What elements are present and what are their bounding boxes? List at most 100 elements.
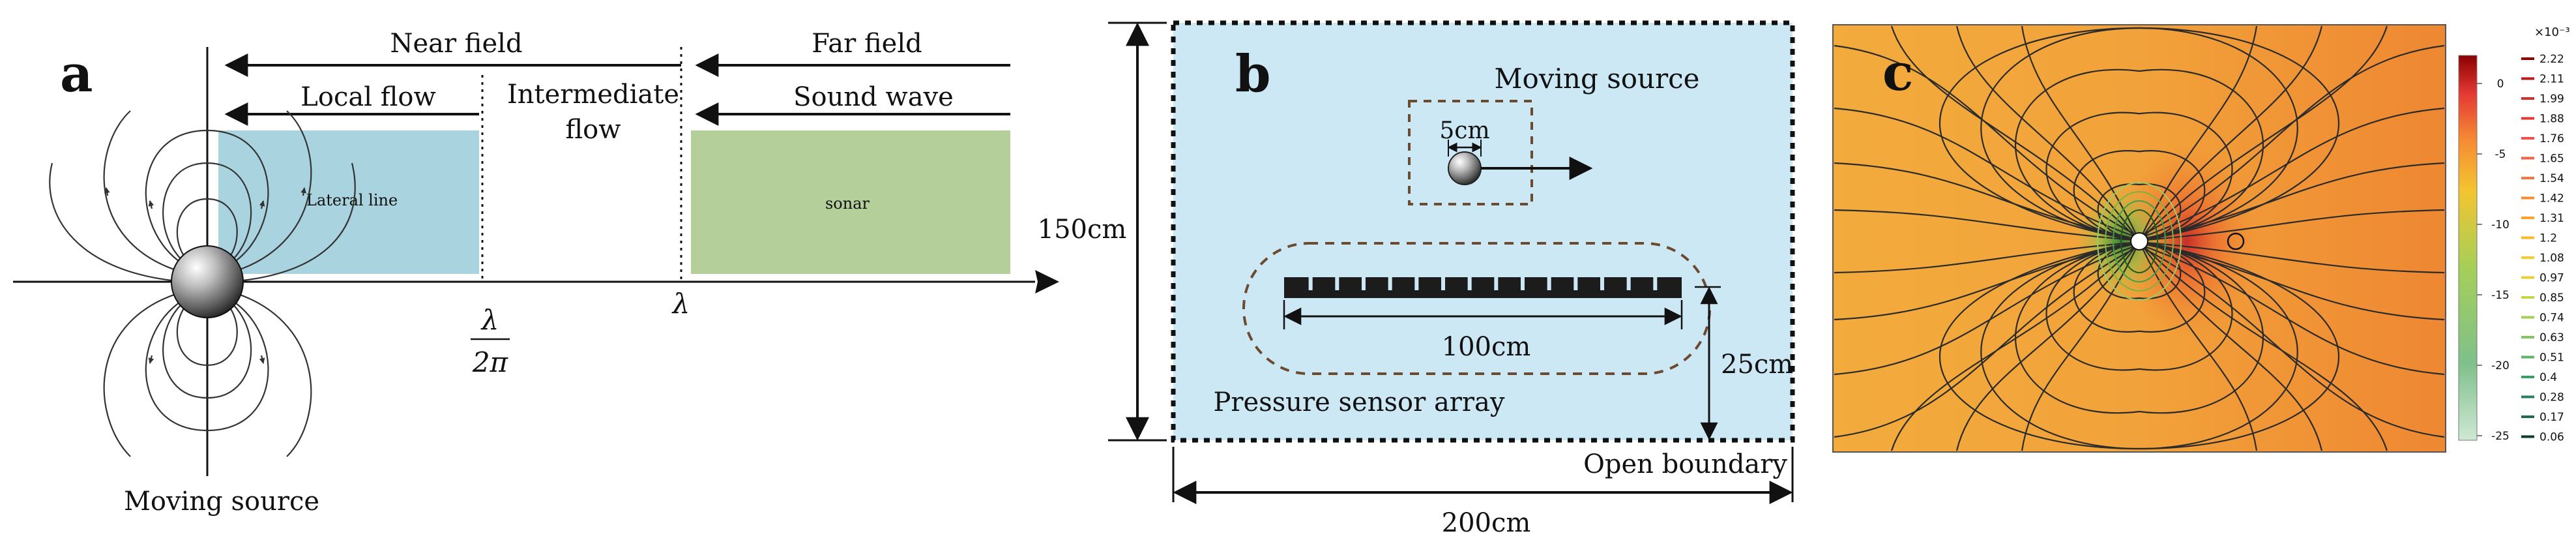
array-length-label: 100cm — [1442, 332, 1531, 362]
legend-label: 1.76 — [2539, 132, 2564, 145]
legend-label: 1.54 — [2539, 172, 2564, 185]
panel-a: a Near field Far field Local flow Interm… — [13, 29, 1059, 517]
intermediate-label-1: Intermediate — [507, 80, 679, 110]
legend-label: 1.2 — [2539, 232, 2557, 245]
legend-label: 0.4 — [2539, 371, 2557, 384]
colorbar-left-tick-label: 0 — [2497, 78, 2504, 91]
sensor-gap — [1573, 277, 1578, 290]
streamline — [1939, 240, 2340, 450]
streamline — [2145, 162, 2445, 239]
streamline — [2139, 241, 2388, 451]
moving-source-sphere — [171, 245, 244, 318]
scale-exponent: ×10⁻³ — [2534, 25, 2570, 39]
sensor-gap — [1388, 277, 1392, 290]
source-window — [1408, 100, 1533, 205]
horizontal-axis-arrowhead — [1035, 270, 1059, 294]
legend-label: 1.42 — [2539, 192, 2564, 205]
streamline — [1834, 243, 2133, 321]
streamline — [2014, 68, 2264, 243]
streamline — [2139, 25, 2388, 242]
colorbar-left — [2458, 55, 2478, 441]
sonar-label: sonar — [825, 194, 870, 213]
sound-wave-label: Sound wave — [793, 82, 954, 112]
streamline — [2097, 183, 2182, 243]
sensor-array — [1284, 277, 1682, 298]
sensor-gap — [1414, 277, 1419, 290]
streamline — [2138, 25, 2258, 242]
dipole-field-lines — [49, 110, 356, 457]
streamline — [2073, 240, 2206, 333]
streamline — [1834, 162, 2133, 239]
pressure-sensor-array-label: Pressure sensor array — [1214, 387, 1505, 417]
colorbar-left-tick-label: -5 — [2495, 148, 2506, 161]
panel-c: c 0 -5 -10 -15 -20 -25 ×10⁻³ 2.22 2.11 1.99 1.88… — [1832, 24, 2570, 453]
sensor-ticks — [1308, 277, 1658, 290]
moving-source-label: Moving source — [1494, 63, 1699, 95]
legend-label: 0.28 — [2539, 391, 2564, 404]
legend-label: 0.74 — [2539, 312, 2564, 325]
streamline — [1834, 248, 2133, 438]
streamline — [1834, 241, 2133, 274]
sensor-gap — [1653, 277, 1658, 290]
probe-marker — [2227, 232, 2245, 250]
sensor-gap — [1600, 277, 1604, 290]
legend-label: 1.88 — [2539, 113, 2564, 126]
streamline — [1890, 241, 2140, 451]
lambda-label: λ — [671, 288, 690, 320]
lateral-line-label: Lateral line — [306, 191, 398, 209]
sensor-array-bar — [1284, 277, 1682, 298]
streamline — [1939, 27, 2340, 243]
streamline — [2145, 107, 2445, 237]
lambda-numerator: λ — [480, 304, 499, 336]
streamline — [1834, 209, 2133, 241]
panel-c-letter: c — [1882, 43, 1914, 102]
colorbar-right: 2.22 2.11 1.99 1.88 1.76 1.65 1.54 1.42 1.31 1.2 1… — [2521, 53, 2564, 444]
legend-label: 2.11 — [2539, 73, 2564, 86]
sensor-array-window — [1242, 242, 1711, 375]
streamline — [1834, 107, 2133, 237]
source-marker — [2130, 232, 2148, 250]
streamline — [2145, 246, 2445, 376]
streamline — [2021, 241, 2141, 451]
colorbar-left-tick-label: -20 — [2491, 359, 2510, 372]
sensor-gap — [1308, 277, 1313, 290]
colorbar-left-tick-label: -15 — [2491, 289, 2510, 302]
local-flow-label: Local flow — [300, 82, 435, 112]
streamline — [2145, 241, 2445, 274]
legend-label: 1.99 — [2539, 93, 2564, 106]
sensor-gap — [1521, 277, 1525, 290]
streamline — [2145, 209, 2445, 241]
width-label: 200cm — [1442, 508, 1531, 538]
sonar-region — [691, 130, 1010, 274]
legend-label: 2.22 — [2539, 53, 2564, 66]
streamline — [2073, 150, 2206, 243]
streamline — [2045, 240, 2233, 371]
open-boundary-label: Open boundary — [1583, 449, 1787, 479]
legend-label: 0.63 — [2539, 331, 2564, 344]
streamline — [2045, 112, 2233, 243]
colorbar-left-tick-label: -25 — [2491, 430, 2510, 443]
legend-label: 1.08 — [2539, 252, 2564, 265]
colorbar-left-tick-label: -10 — [2491, 218, 2510, 232]
streamline — [2014, 240, 2264, 414]
lambda-denominator: 2π — [472, 346, 509, 378]
legend-label: 0.17 — [2539, 411, 2564, 424]
legend-label: 0.85 — [2539, 292, 2564, 305]
sensor-gap — [1626, 277, 1631, 290]
source-sphere — [1448, 151, 1482, 185]
streamline — [2021, 25, 2141, 242]
legend-label: 1.65 — [2539, 153, 2564, 166]
panel-b-letter: b — [1235, 44, 1271, 104]
pressure-contours — [2097, 182, 2182, 301]
sensor-gap — [1441, 277, 1445, 290]
legend-label: 1.31 — [2539, 212, 2564, 225]
streamline — [1890, 25, 2140, 242]
streamline — [1834, 246, 2133, 376]
intermediate-label-2: flow — [566, 115, 621, 145]
source-size-label: 5cm — [1439, 117, 1489, 144]
moving-source-label: Moving source — [124, 487, 319, 517]
legend-label: 0.06 — [2539, 431, 2564, 444]
sensor-gap — [1467, 277, 1472, 290]
open-boundary-frame — [1171, 20, 1795, 443]
